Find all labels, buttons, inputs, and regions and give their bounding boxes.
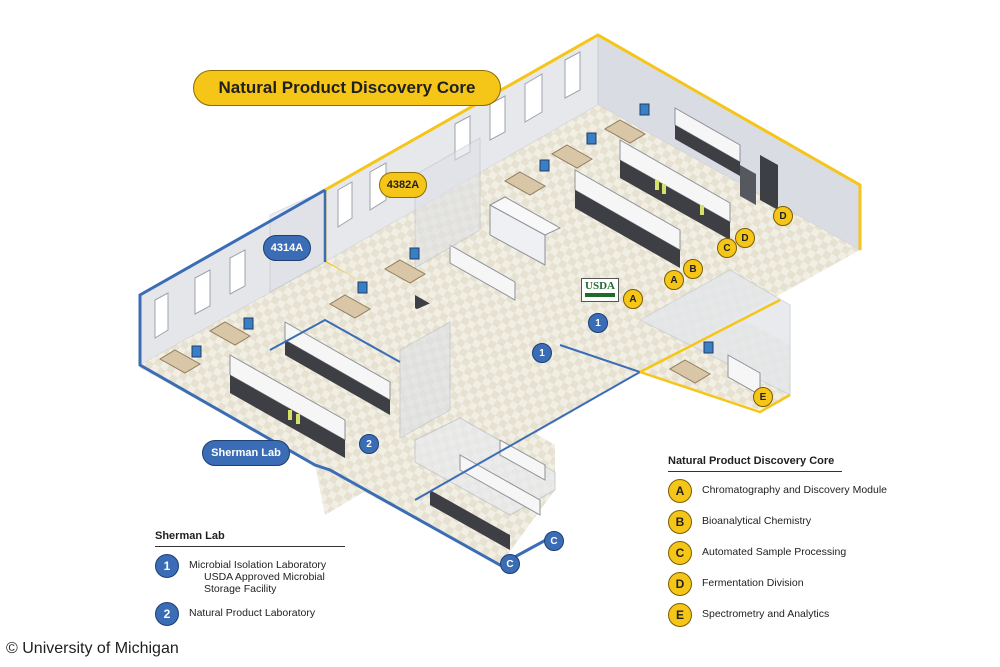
- marker-a: A: [623, 289, 643, 309]
- marker-c: C: [500, 554, 520, 574]
- legend-core-item: B Bioanalytical Chemistry: [668, 510, 910, 534]
- legend-core: Natural Product Discovery Core A Chromat…: [668, 455, 910, 627]
- core-windows: [337, 51, 581, 228]
- legend-label: Natural Product Laboratory: [189, 607, 316, 619]
- sherman-inner-outline: [269, 318, 401, 363]
- page-title: Natural Product Discovery Core: [193, 70, 501, 106]
- marker-a: A: [664, 270, 684, 290]
- legend-badge-e: E: [668, 603, 692, 627]
- core-partition: [414, 137, 481, 269]
- legend-core-item: E Spectrometry and Analytics: [668, 603, 910, 627]
- marker-2: 2: [359, 434, 379, 454]
- legend-label: Microbial Isolation Laboratory: [189, 559, 327, 571]
- marker-d: D: [773, 206, 793, 226]
- legend-label: Spectrometry and Analytics: [702, 608, 830, 620]
- sherman-lower-floor: [305, 390, 555, 565]
- legend-label: Bioanalytical Chemistry: [702, 515, 812, 527]
- room-label-sherman-lab: Sherman Lab: [202, 440, 290, 466]
- sherman-partition-1: [399, 321, 451, 439]
- marker-1: 1: [588, 313, 608, 333]
- legend-sherman: Sherman Lab 1 Microbial Isolation Labora…: [155, 530, 355, 626]
- legend-badge-c: C: [668, 541, 692, 565]
- legend-badge-d: D: [668, 572, 692, 596]
- legend-sherman-title: Sherman Lab: [155, 530, 345, 547]
- room-e-outline: [639, 370, 791, 414]
- lower-wing-benches: [414, 417, 556, 550]
- copyright-notice: © University of Michigan: [6, 640, 179, 657]
- legend-label: Fermentation Division: [702, 577, 804, 589]
- legend-badge-b: B: [668, 510, 692, 534]
- room-label-4314a: 4314A: [263, 235, 311, 261]
- legend-core-item: A Chromatography and Discovery Module: [668, 479, 910, 503]
- sherman-windows: [154, 249, 246, 339]
- legend-sherman-item: 2 Natural Product Laboratory: [155, 602, 355, 626]
- legend-core-title: Natural Product Discovery Core: [668, 455, 842, 472]
- room-e: [638, 269, 791, 414]
- marker-b: B: [683, 259, 703, 279]
- usda-sign-text: USDA: [585, 280, 615, 292]
- sherman-benches: [159, 247, 426, 458]
- legend-core-item: C Automated Sample Processing: [668, 541, 910, 565]
- marker-c: C: [544, 531, 564, 551]
- marker-d: D: [735, 228, 755, 248]
- marker-1: 1: [532, 343, 552, 363]
- legend-label: Chromatography and Discovery Module: [702, 484, 888, 496]
- legend-sherman-item: 1 Microbial Isolation Laboratory USDA Ap…: [155, 554, 355, 595]
- legend-badge-2: 2: [155, 602, 179, 626]
- usda-sign-bar: [585, 293, 615, 297]
- legend-label: Automated Sample Processing: [702, 546, 847, 558]
- legend-core-item: D Fermentation Division: [668, 572, 910, 596]
- room-label-4382a: 4382A: [379, 172, 427, 198]
- usda-sign: USDA: [581, 278, 619, 302]
- marker-c: C: [717, 238, 737, 258]
- legend-badge-a: A: [668, 479, 692, 503]
- legend-badge-1: 1: [155, 554, 179, 578]
- legend-sublabel: Storage Facility: [204, 583, 277, 595]
- marker-e: E: [753, 387, 773, 407]
- legend-sublabel: USDA Approved Microbial: [204, 571, 325, 583]
